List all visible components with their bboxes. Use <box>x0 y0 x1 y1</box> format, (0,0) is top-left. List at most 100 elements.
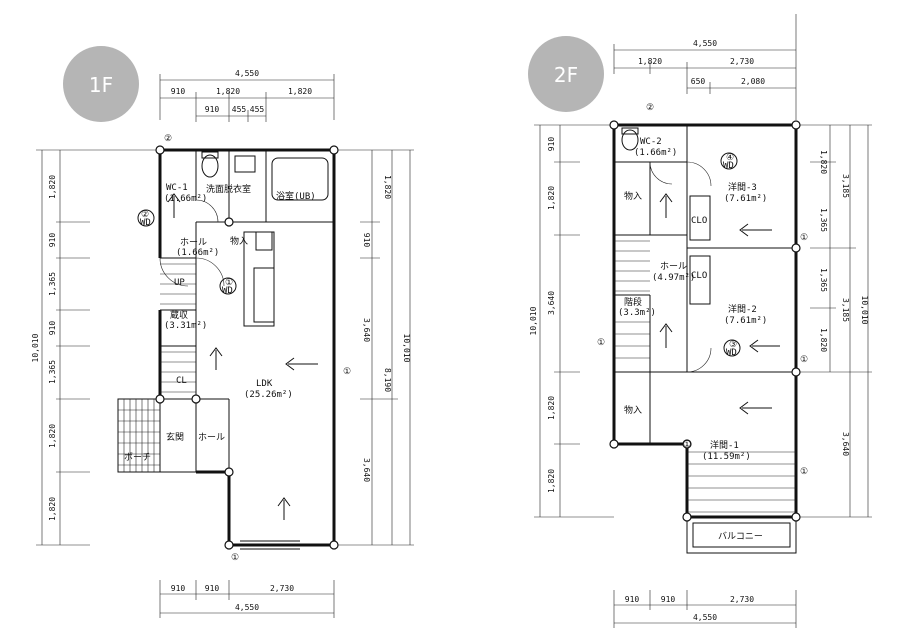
floor-2-room3-area: (7.61m²) <box>724 194 767 204</box>
floor-1-dim-left: 1,365 <box>48 272 57 296</box>
floor-1-dim-total-bottom: 4,550 <box>235 603 259 612</box>
floor-2-balcony-label: バルコニー <box>718 531 763 542</box>
floor-1-closet-label: 物入 <box>230 235 248 247</box>
floor-2-badge <box>528 36 604 112</box>
floor-2-room3-label: 洋間-3 <box>728 181 757 193</box>
floor-2-dim-right: 3,185 <box>841 174 850 198</box>
floor-1-ldk-area: (25.26m²) <box>244 390 293 400</box>
floor-1-badge <box>63 46 139 122</box>
floor-2-dim-left: 910 <box>547 137 556 152</box>
floor-2-dim-total-top: 4,550 <box>693 39 717 48</box>
floor-2-clo-b-label: CLO <box>691 271 707 281</box>
floor-1-dim-top: 910 <box>205 105 220 114</box>
floor-1-dim-left: 910 <box>48 321 57 336</box>
floor-1-dim-left: 1,820 <box>48 175 57 199</box>
floor-2-room1-area: (11.59m²) <box>702 452 751 462</box>
floor-2-marker-wd: WD <box>726 348 737 358</box>
floor-2-wc-area: (1.66m²) <box>634 148 677 158</box>
floor-1-porch-hatch <box>117 398 161 473</box>
floor-2-stairs-label: 階段 <box>624 296 642 308</box>
floor-2-left-dimensions: 910 1,820 3,640 1,820 1,820 10,010 <box>529 124 614 518</box>
floor-2-marker: ③ <box>729 340 737 350</box>
floor-2-dim-top: 2,080 <box>741 77 765 86</box>
floor-1-dim-top: 1,820 <box>288 87 312 96</box>
floor-2-dim-right: 3,640 <box>841 432 850 456</box>
floor-2-closet-a-label: 物入 <box>624 190 642 202</box>
floor-2-dim-total-right: 10,010 <box>860 296 869 325</box>
floor-1-dim-right: 1,820 <box>383 175 392 199</box>
floor-1-dim-top: 910 <box>171 87 186 96</box>
floor-1-dim-total-left: 10,010 <box>31 333 40 362</box>
floor-1-dim-left: 1,820 <box>48 497 57 521</box>
floor-1-dim-right: 3,640 <box>362 318 371 342</box>
floor-1-hall-label: ホール <box>180 237 207 248</box>
floor-2-bottom-dimensions: 910 910 2,730 4,550 <box>613 590 797 628</box>
floor-2-dim-bottom: 910 <box>625 595 640 604</box>
floor-1-cl-label: CL <box>176 376 187 386</box>
floor-1-washroom-label: 洗面脱衣室 <box>206 183 251 195</box>
floor-2-marker: ④ <box>726 153 734 163</box>
floor-1-wc-label: WC-1 <box>166 183 188 193</box>
floor-1-dim-right: 3,640 <box>362 458 371 482</box>
floor-1-dim-bottom: 910 <box>205 584 220 593</box>
floor-2-right-dimensions: 1,820 1,365 3,185 1,365 1,820 3,185 10,0… <box>796 124 872 518</box>
floor-1-badge-label: 1F <box>89 73 113 97</box>
floor-1-hall-area: (1.66m²) <box>176 248 219 258</box>
floor-1-plan: 1F 4,550 910 1,820 1,820 910 455 455 <box>31 46 414 618</box>
floor-1-dim-top: 455 <box>250 105 265 114</box>
floor-1-stairs <box>160 263 196 393</box>
floor-1-marker: ① <box>231 553 239 563</box>
floor-1-dim-right: 8,190 <box>383 368 392 392</box>
floor-2-dim-bottom: 2,730 <box>730 595 754 604</box>
floor-2-badge-label: 2F <box>554 63 578 87</box>
floor-1-arrows <box>167 193 318 520</box>
floor-1-dim-right: 910 <box>362 233 371 248</box>
floor-1-left-dimensions: 1,820 910 1,365 910 1,365 1,820 1,820 10… <box>31 149 160 546</box>
floor-2-hall-area: (4.97m²) <box>652 273 695 283</box>
floor-1-porch-label: ポーチ <box>124 452 151 463</box>
floor-2-marker: ① <box>800 467 808 477</box>
floor-2-marker: ① <box>597 338 605 348</box>
floor-2-stairs <box>614 240 650 359</box>
floor-1-bottom-dimensions: 910 910 2,730 4,550 <box>159 580 335 618</box>
floor-2-dim-total-left: 10,010 <box>529 306 538 335</box>
floor-2-hall-label: ホール <box>660 261 687 272</box>
floor-1-marker-wd: WD <box>140 218 151 228</box>
floor-2-marker-wd: WD <box>723 161 734 171</box>
floor-2-plan: 2F 4,550 1,820 2,730 650 2,080 910 <box>528 14 872 628</box>
floor-2-room2-area: (7.61m²) <box>724 316 767 326</box>
floor-1-marker: ② <box>141 210 149 220</box>
floor-2-dim-top: 650 <box>691 77 706 86</box>
floor-1-dim-total-right: 10,010 <box>402 334 411 363</box>
floor-2-dim-bottom: 910 <box>661 595 676 604</box>
floor-1-columns <box>155 145 339 550</box>
floor-2-dim-left: 1,820 <box>547 186 556 210</box>
floor-1-up-label: UP <box>174 278 185 288</box>
floor-1-walls <box>118 148 336 550</box>
floor-1-storage-label: 蔵収 <box>170 309 188 321</box>
floor-1-storage-area: (3.31m²) <box>164 321 207 331</box>
floor-2-dim-top: 2,730 <box>730 57 754 66</box>
floor-2-dim-total-bottom: 4,550 <box>693 613 717 622</box>
floor-2-marker: ① <box>800 355 808 365</box>
floor-2-dim-left: 3,640 <box>547 291 556 315</box>
floor-1-dim-top: 1,820 <box>216 87 240 96</box>
floor-1-entrance-hall-label: ホール <box>198 432 225 443</box>
floor-1-room-labels: WC-1 (1.66m²) 洗面脱衣室 浴室(UB) ホール (1.66m²) … <box>124 183 316 463</box>
floor-1-marker: ② <box>164 134 172 144</box>
floor-1-wc-area: (1.66m²) <box>164 194 207 204</box>
floor-2-columns <box>609 120 801 522</box>
floor-2-room1-label: 洋間-1 <box>710 439 739 451</box>
floor-2-room-labels: WC-2 (1.66m²) 物入 洋間-3 (7.61m²) CLO ホール (… <box>618 137 767 542</box>
floor-2-marker: ① <box>683 440 691 450</box>
floor-1-markers: ② ② WD ① WD ① ① <box>137 134 351 563</box>
floor-2-dim-left: 1,820 <box>547 396 556 420</box>
floor-2-top-dimensions: 4,550 1,820 2,730 650 2,080 <box>613 14 797 120</box>
floor-1-dim-total-top: 4,550 <box>235 69 259 78</box>
floor-2-room2-label: 洋間-2 <box>728 303 757 315</box>
floor-1-dim-bottom: 2,730 <box>270 584 294 593</box>
floor-1-dim-left: 1,365 <box>48 360 57 384</box>
floor-2-markers: ② ④ WD ① ① ③ WD ① ① ① <box>597 103 808 477</box>
floor-1-dim-bottom: 910 <box>171 584 186 593</box>
